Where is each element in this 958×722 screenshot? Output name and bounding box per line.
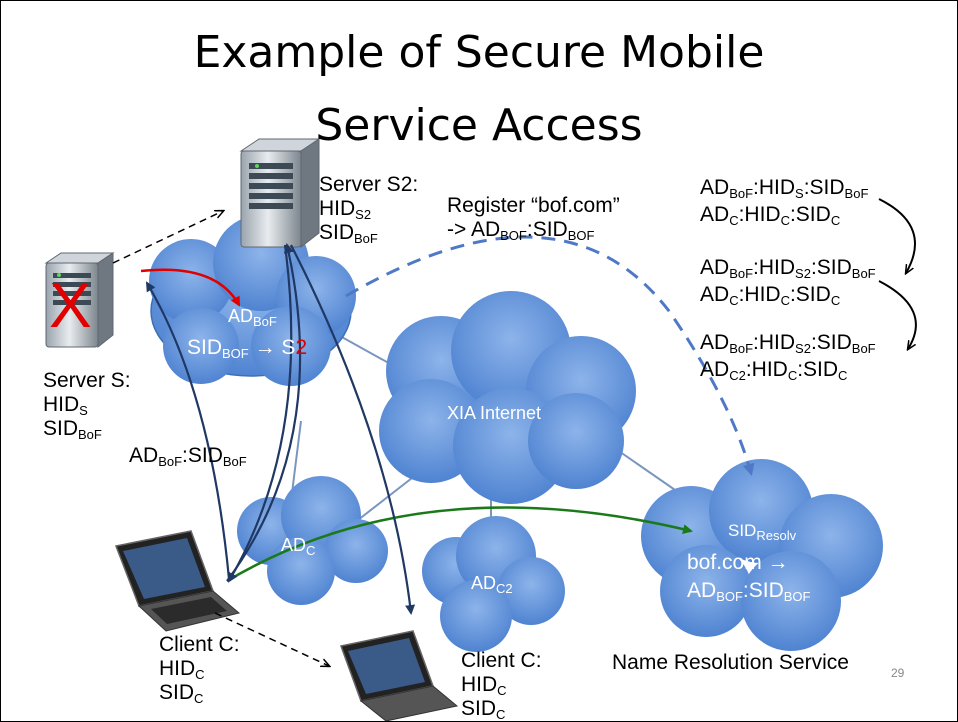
address-pair-1: ADBoF:HIDS:SIDBoF ADC:HIDC:SIDC [700,176,869,228]
server-s2-icon [239,138,321,249]
server-s-label: Server S: HIDS SIDBoF [43,369,131,442]
client-c2-label: Client C: HIDC SIDC [461,649,542,722]
cloud-resolv-address: ADBOF:SIDBOF [687,579,811,604]
register-label: Register “bof.com” -> ADBOF:SIDBOF [447,194,620,243]
cloud-resolv-sid: SIDResolv [728,521,797,543]
cloud-ad-c2-label: ADC2 [471,573,513,596]
page-number: 29 [891,666,905,680]
red-update-arrow [140,268,241,307]
flow-arrows [112,198,917,666]
client-c-label: Client C: HIDC SIDC [159,633,240,706]
cloud-ad-bof-mapping: SIDBOF → S2 [187,336,308,361]
migrate-arrow [112,211,223,264]
cloud-name-resolution [641,459,883,651]
name-resolution-service-label: Name Resolution Service [612,651,849,674]
move-arrow [214,612,329,666]
laptop-client-c2-icon [339,630,459,721]
server-s-icon [44,252,115,349]
cloud-xia-internet-label: XIA Internet [447,403,542,423]
cloud-ad-bof-label: ADBoF [228,306,277,329]
register-arrow [345,235,755,476]
cloud-resolv-name: bof.com → [687,551,789,574]
address-pair-3: ADBoF:HIDS2:SIDBoF ADC2:HIDC:SIDC [700,331,876,383]
resolve-arrow [226,506,693,583]
service-address-label: ADBoF:SIDBoF [129,444,247,469]
address-pair-2: ADBoF:HIDS2:SIDBoF ADC:HIDC:SIDC [700,256,876,308]
cloud-ad-c [237,476,388,605]
laptop-client-c-icon [114,530,241,632]
slide-title-line1: Example of Secure Mobile [193,27,765,78]
cloud-ad-c2 [422,516,565,652]
cloud-xia-internet [379,291,636,504]
failed-x-icon: X [49,269,92,341]
cloud-ad-bof [149,215,356,386]
server-s2-label: Server S2: HIDS2 SIDBoF [319,173,419,246]
slide-title-line2: Service Access [315,100,643,151]
cloud-ad-c-label: ADC [281,535,316,558]
